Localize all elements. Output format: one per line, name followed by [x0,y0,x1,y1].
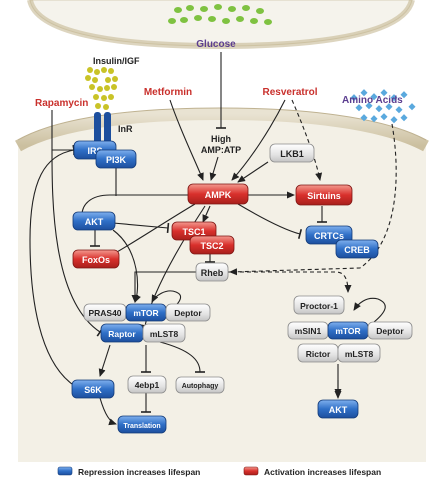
high-amp-atp-line1: High [211,134,231,144]
legend-repression-label: Repression increases lifespan [78,467,200,477]
mlst8-2-label: mLST8 [345,349,374,359]
amino-acids-label: Amino Acids [342,95,403,106]
pi3k-label: PI3K [106,155,127,165]
tsc1-label: TSC1 [182,227,205,237]
tsc2-node: TSC2 [189,235,235,255]
autophagy-label: Autophagy [182,383,219,390]
foxos-node: FoxOs [72,249,120,269]
rheb-node: Rheb [195,262,229,282]
msin1-label: mSIN1 [295,326,322,336]
mtorc1-complex: PRAS40 mTOR Deptor Raptor mLST8 [83,303,211,343]
insulin-molecules [85,67,118,110]
s6k-node: S6K [71,379,115,399]
legend-activation-label: Activation increases lifespan [264,467,381,477]
autophagy-node: Autophagy [175,376,225,394]
proctor-label: Proctor-1 [300,301,338,311]
legend-repression-swatch [57,466,73,476]
creb-node: CREB [335,239,379,259]
mlst8-1-label: mLST8 [150,329,179,339]
amino-acid-molecules [350,89,416,124]
deptor1-label: Deptor [174,308,202,318]
pras40-label: PRAS40 [88,308,121,318]
akt2-node: AKT [317,399,359,419]
sirtuins-label: Sirtuins [307,191,341,201]
glucose-molecules [168,4,272,25]
metformin-label: Metformin [144,87,192,98]
s6k-label: S6K [84,385,102,395]
4ebp1-label: 4ebp1 [135,380,160,390]
pi3k-node: PI3K [95,149,137,169]
translation-node: Translation [117,415,167,434]
lkb1-node: LKB1 [269,143,315,163]
mtorc2-complex: Proctor-1 mSIN1 mTOR Deptor Rictor mLST8 [287,295,413,363]
ampk-node: AMPK [187,183,249,205]
rapamycin-label: Rapamycin [35,98,88,109]
insulin-igf-label: Insulin/IGF [93,56,140,66]
foxos-label: FoxOs [82,255,110,265]
crtcs-label: CRTCs [314,231,344,241]
inr-label: InR [118,124,133,134]
rictor-label: Rictor [306,349,331,359]
high-amp-atp-line2: AMP:ATP [201,145,241,155]
deptor2-label: Deptor [376,326,404,336]
glucose-label: Glucose [196,39,236,50]
ampk-label: AMPK [205,190,232,200]
mtor1-label: mTOR [133,308,158,318]
legend-activation-swatch [243,466,259,476]
translation-label: Translation [123,423,160,430]
sirtuins-node: Sirtuins [295,184,353,206]
lkb1-label: LKB1 [280,149,304,159]
irs-label: IRS [87,146,102,156]
crtcs-node: CRTCs [305,225,353,245]
akt-node: AKT [72,211,116,231]
raptor-label: Raptor [108,329,136,339]
akt2-label: AKT [329,405,348,415]
rheb-label: Rheb [201,268,224,278]
legend: Repression increases lifespan Activation… [57,466,381,477]
4ebp1-node: 4ebp1 [127,375,167,394]
akt-label: AKT [85,217,104,227]
creb-label: CREB [344,245,370,255]
mtor2-label: mTOR [335,326,360,336]
tsc2-label: TSC2 [200,241,223,251]
resveratrol-label: Resveratrol [262,87,317,98]
